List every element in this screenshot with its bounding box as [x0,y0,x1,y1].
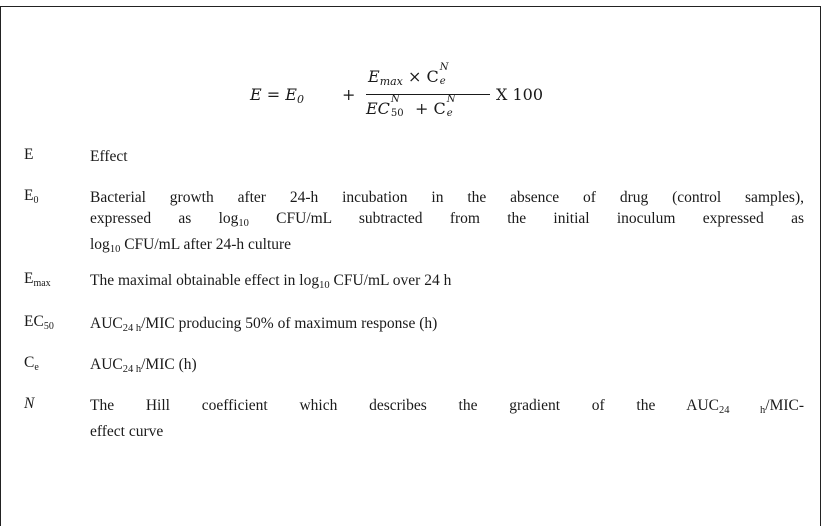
definition-symbol: Emax [24,270,51,289]
definition-symbol: Ce [24,354,39,373]
definition-description: AUC24 h/MIC producing 50% of maximum res… [90,313,804,339]
definition-description: The Hill coefficient which describes the… [90,395,804,442]
definition-description: Effect [90,146,804,167]
document-frame [0,6,821,526]
description-line: AUC24 h/MIC producing 50% of maximum res… [90,315,438,334]
definition-description: Bacterial growth after 24-h incubation i… [90,187,804,260]
equation-lhs: E = E0 [250,85,304,106]
description-line: effect curve [90,423,164,440]
description-line: The maximal obtainable effect in log10 C… [90,272,452,291]
description-line: AUC24 h/MIC (h) [90,356,197,375]
description-line: Bacterial growth after 24-h incubation i… [90,189,804,206]
definition-symbol: E [24,146,34,163]
description-line: log10 CFU/mL after 24-h culture [90,236,292,255]
equation-plus: + [342,85,356,104]
description-line: The Hill coefficient which describes the… [90,397,805,416]
equation-tail: X 100 [496,85,544,104]
definition-description: AUC24 h/MIC (h) [90,354,804,380]
definition-symbol: EC50 [24,313,54,332]
definition-symbol: E0 [24,187,39,206]
fraction-bar [366,94,490,96]
description-line: expressed as log10 CFU/mL subtracted fro… [90,210,804,229]
definition-symbol: N [24,395,35,412]
description-line: Effect [90,148,128,165]
definition-description: The maximal obtainable effect in log10 C… [90,270,804,296]
